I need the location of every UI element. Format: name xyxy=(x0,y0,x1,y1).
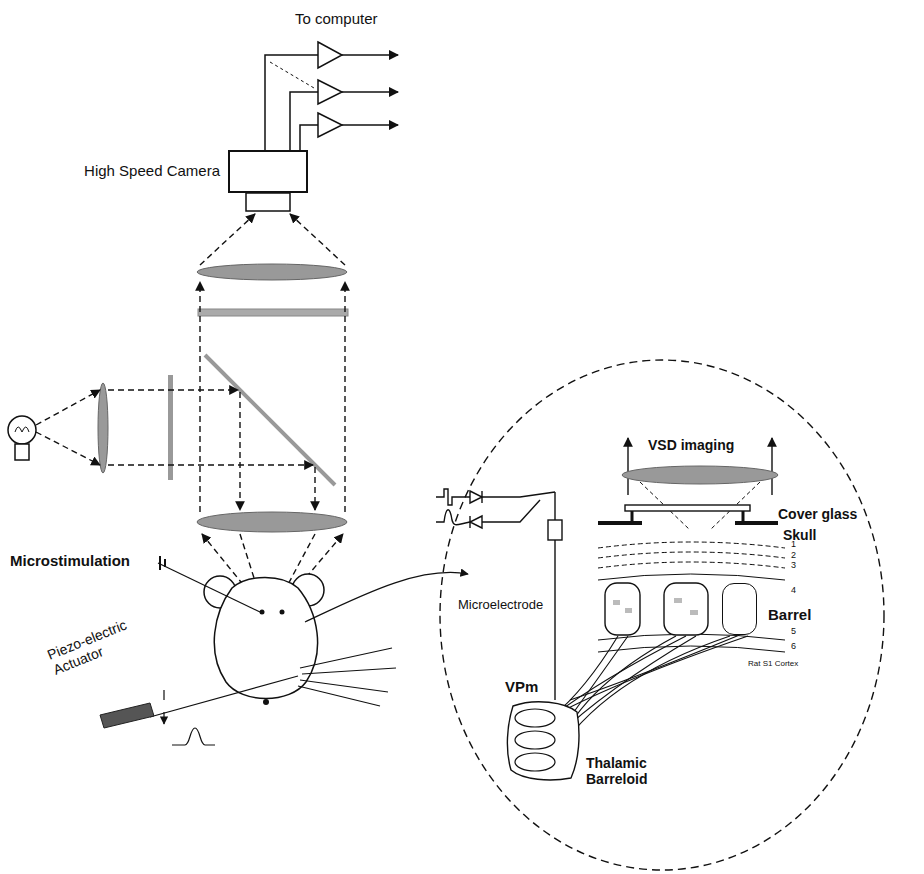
imaging-label: VSD imaging xyxy=(648,437,734,453)
camera-body: High Speed Camera xyxy=(228,150,308,193)
cover-glass-label: Cover glass xyxy=(778,506,857,522)
skull-label: Skull xyxy=(783,527,816,543)
layer-number: 5 xyxy=(791,626,796,636)
layer-number: 2 xyxy=(791,550,796,560)
fibre-connector xyxy=(570,635,740,700)
nucleus-outline xyxy=(505,700,580,782)
barrel-label: Barrel xyxy=(768,606,811,623)
cortex-label: Rat S1 Cortex xyxy=(748,659,798,668)
actuator-label: Piezo-electric Actuator xyxy=(45,603,168,678)
camera-label: High Speed Camera xyxy=(84,162,220,179)
output-label: To computer xyxy=(295,10,378,27)
electrode-label: Microelectrode xyxy=(458,598,543,613)
layer-number: 3 xyxy=(791,560,796,570)
barreloid-label: Thalamic Barreloid xyxy=(586,755,666,787)
layer-number: 1 xyxy=(791,539,796,549)
vpm-nucleus: VPmThalamic Barreloid xyxy=(505,700,580,782)
stimulation-label: Microstimulation xyxy=(10,552,130,569)
nucleus-label: VPm xyxy=(505,678,538,695)
layer-number: 4 xyxy=(791,585,796,595)
barrel-column: Barrel xyxy=(722,583,757,635)
layer-number: 6 xyxy=(791,641,796,651)
